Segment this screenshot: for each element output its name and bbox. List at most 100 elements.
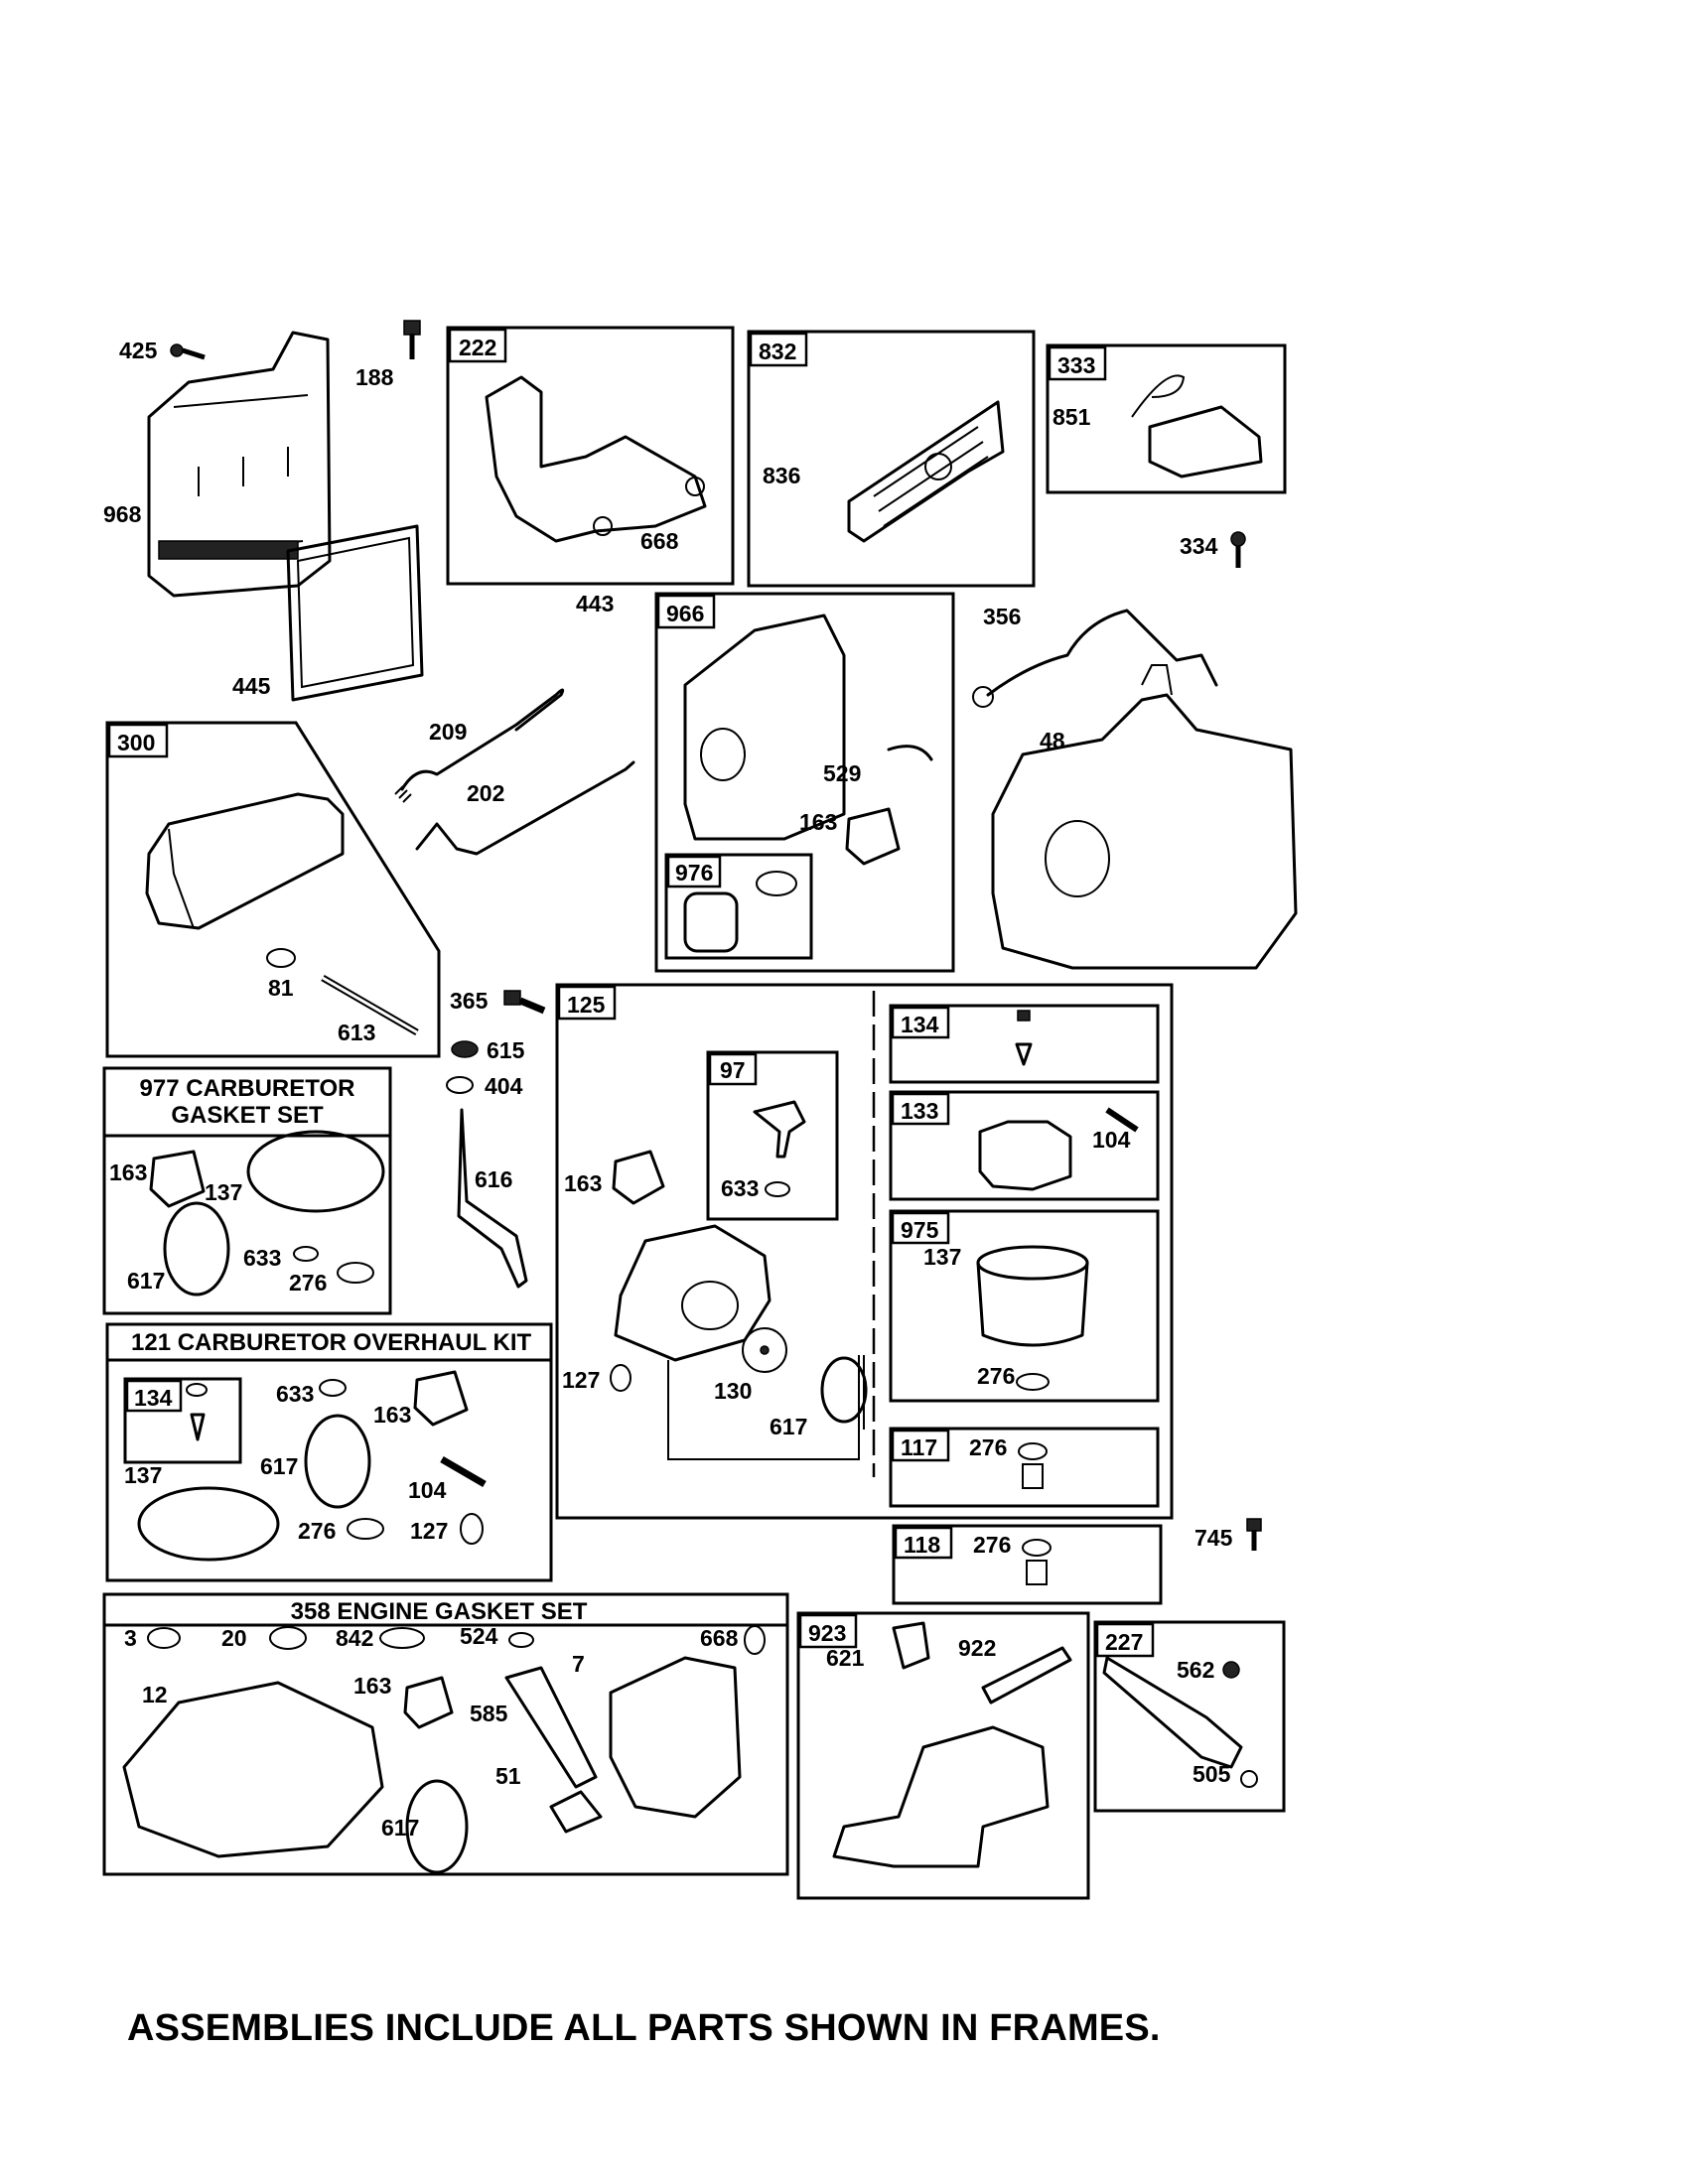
part-562: 562 — [1177, 1657, 1214, 1683]
part-209: 209 — [429, 719, 467, 745]
part-836: 836 — [763, 463, 800, 488]
frame-300: 300 — [105, 721, 441, 1058]
screw-334 — [1230, 531, 1246, 568]
part-163-carb: 163 — [564, 1170, 602, 1196]
part-633-kit121: 633 — [276, 1381, 314, 1407]
part-labels: 425 188 968 445 668 836 851 334 443 356 … — [103, 338, 1233, 1841]
muffler-stud-613 — [266, 948, 419, 1036]
kit-358-title: 358 ENGINE GASKET SET — [291, 1598, 588, 1625]
part-3: 3 — [124, 1625, 137, 1651]
o-ring-617-carb — [820, 1356, 868, 1424]
washer-404 — [446, 1076, 474, 1094]
bowl-nut-118 — [1022, 1539, 1052, 1585]
float-133 — [978, 1107, 1139, 1191]
kit-977-parts — [149, 1130, 385, 1297]
kit-121-carburetor-overhaul: 121 CARBURETOR OVERHAUL KIT 134 — [105, 1322, 553, 1582]
part-851: 851 — [1052, 404, 1091, 430]
screw-425 — [170, 343, 206, 360]
part-81: 81 — [268, 975, 294, 1001]
frame-tag-97: 97 — [720, 1057, 746, 1083]
part-127-kit121: 127 — [410, 1518, 448, 1544]
throttle-link-616 — [457, 1108, 528, 1289]
part-51: 51 — [495, 1763, 521, 1789]
part-585: 585 — [470, 1701, 508, 1726]
part-276-bowl: 276 — [977, 1363, 1015, 1389]
carburetor-adapter-966 — [683, 614, 933, 841]
frame-tag-923: 923 — [808, 1620, 846, 1646]
nut-615 — [451, 1040, 479, 1058]
part-130: 130 — [714, 1378, 752, 1404]
part-356: 356 — [983, 604, 1021, 629]
part-524: 524 — [460, 1623, 498, 1649]
screw-188 — [403, 320, 421, 359]
governor-control-bracket-222 — [485, 375, 707, 543]
part-137-kit121: 137 — [124, 1462, 162, 1488]
bowl-nut-117 — [1018, 1442, 1048, 1489]
kit-121-parts — [137, 1370, 487, 1562]
part-276-kit121: 276 — [298, 1518, 336, 1544]
frame-966: 966 — [654, 592, 955, 973]
part-668: 668 — [640, 528, 679, 554]
part-404: 404 — [485, 1073, 523, 1099]
governor-control-923 — [832, 1621, 1072, 1868]
kit-121-title: 121 CARBURETOR OVERHAUL KIT — [131, 1329, 532, 1356]
part-505: 505 — [1193, 1761, 1231, 1787]
air-cleaner-base-968 — [147, 331, 332, 598]
part-668-kit358: 668 — [700, 1625, 739, 1651]
frame-134-carb: 134 — [889, 1004, 1160, 1084]
part-443: 443 — [576, 591, 614, 616]
part-633-carb: 633 — [721, 1175, 759, 1201]
part-617-carb: 617 — [770, 1414, 807, 1439]
part-617-kit358: 617 — [381, 1815, 419, 1841]
frame-tag-134: 134 — [901, 1012, 939, 1037]
frame-tag-976: 976 — [675, 860, 713, 886]
part-613: 613 — [338, 1020, 375, 1045]
part-365: 365 — [450, 988, 489, 1014]
frame-tag-975: 975 — [901, 1217, 939, 1243]
part-745: 745 — [1194, 1525, 1233, 1551]
frame-tag-118: 118 — [904, 1532, 940, 1558]
frame-976: 976 — [664, 853, 813, 960]
frame-tag-222: 222 — [459, 335, 496, 360]
part-445: 445 — [232, 673, 271, 699]
frame-tag-134-kit: 134 — [134, 1385, 173, 1411]
part-334: 334 — [1180, 533, 1218, 559]
part-137-kit977: 137 — [205, 1179, 242, 1205]
frame-tag-832: 832 — [759, 339, 796, 364]
part-137-carb: 137 — [923, 1244, 961, 1270]
float-bowl-975 — [976, 1245, 1089, 1391]
ignition-armature-333 — [1131, 374, 1263, 478]
part-163: 163 — [799, 809, 837, 835]
carburetor-125 — [614, 1224, 865, 1460]
part-163-kit121: 163 — [373, 1402, 411, 1428]
frame-97: 97 — [706, 1050, 839, 1221]
footer-note: ASSEMBLIES INCLUDE ALL PARTS SHOWN IN FR… — [127, 2007, 1161, 2049]
part-127-carb: 127 — [562, 1367, 600, 1393]
frame-tag-125: 125 — [567, 992, 606, 1018]
frame-tag-227: 227 — [1105, 1629, 1143, 1655]
frame-923: 923 — [796, 1611, 1090, 1900]
part-968: 968 — [103, 501, 142, 527]
part-188: 188 — [355, 364, 394, 390]
frame-117: 117 — [889, 1427, 1160, 1508]
part-7: 7 — [572, 1651, 585, 1677]
part-276-kit977: 276 — [289, 1270, 327, 1296]
frame-133: 133 — [889, 1090, 1160, 1201]
frame-tag-300: 300 — [117, 730, 155, 755]
part-529: 529 — [823, 760, 861, 786]
screw-745 — [1246, 1518, 1262, 1551]
part-276-117: 276 — [969, 1434, 1007, 1460]
spring-209 — [394, 688, 565, 803]
kit-358-engine-gasket-set: 358 ENGINE GASKET SET — [102, 1592, 789, 1876]
gasket-163-adapter — [845, 807, 901, 866]
air-filter-976 — [683, 871, 797, 953]
control-227 — [1102, 1656, 1258, 1788]
frame-tag-333: 333 — [1057, 352, 1095, 378]
frame-tag-117: 117 — [901, 1434, 937, 1460]
frame-118: 118 — [892, 1524, 1163, 1605]
frame-tag-133: 133 — [901, 1098, 938, 1124]
part-842: 842 — [336, 1625, 373, 1651]
part-48: 48 — [1040, 728, 1065, 753]
frame-832: 832 — [747, 330, 1036, 588]
kit-977-title-line1: 977 CARBURETOR — [140, 1075, 355, 1102]
